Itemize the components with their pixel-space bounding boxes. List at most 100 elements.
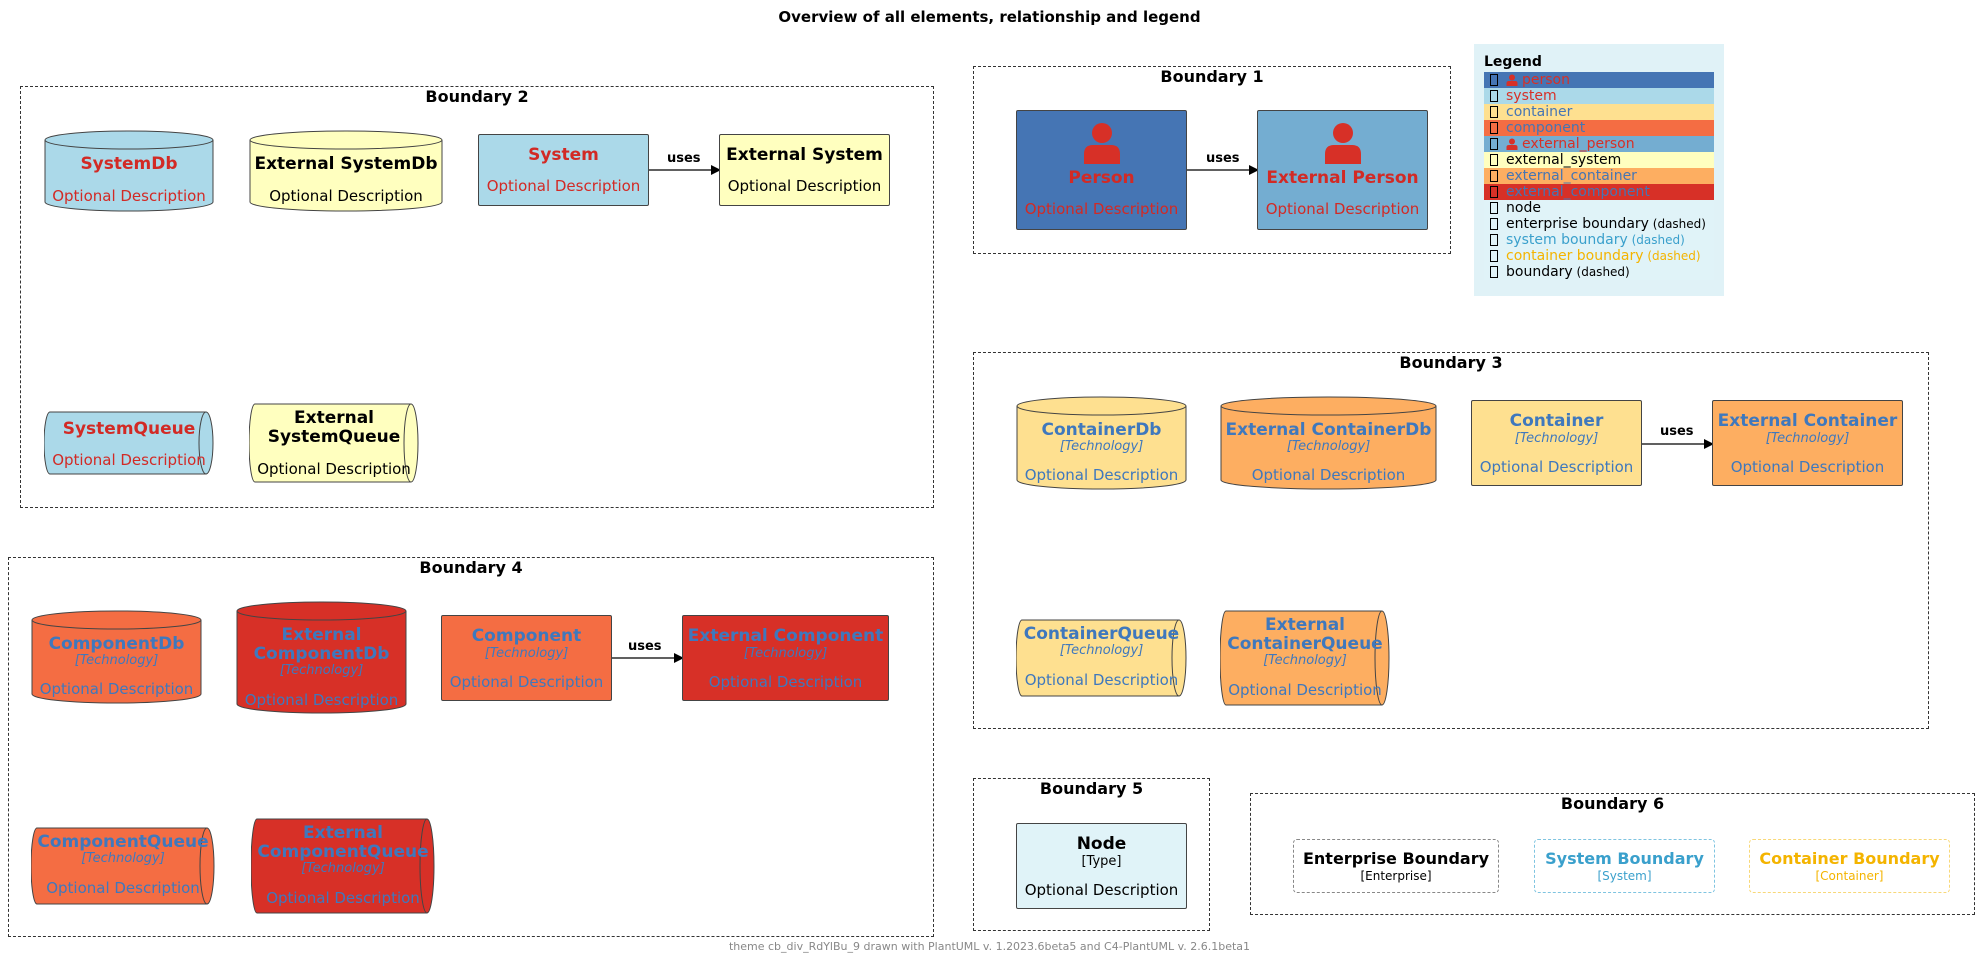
relation-arrow [649,165,721,175]
element-name: SystemDb [80,154,178,174]
element-name: ContainerQueue [1023,624,1180,644]
legend-swatch [1490,186,1498,198]
queue-shape [44,411,214,475]
legend-label: node [1506,200,1541,216]
boundary-label: Boundary 5 [1039,779,1144,798]
element-description: Optional Description [1730,457,1885,476]
legend-suffix: (dashed) [1572,265,1630,279]
element-name: External Container [1717,410,1898,431]
container-db[interactable]: ContainerDb [Technology] Optional Descri… [1016,396,1187,490]
boundary-name: Enterprise Boundary [1302,849,1490,868]
person-icon [1506,74,1518,86]
element-description: Optional Description [1479,457,1634,476]
element-name: External [302,823,384,843]
boundary-tag: [Enterprise] [1360,869,1432,883]
element-description: Optional Description [1024,671,1179,689]
external-component-box[interactable]: External Component [Technology] Optional… [682,615,889,701]
database-shape [236,601,407,714]
element-technology: [Technology] [301,861,385,876]
element-name: System [528,145,599,165]
boundary-3: Boundary 3 [973,352,1929,729]
element-description: Optional Description [486,177,641,195]
legend-label: component [1506,120,1586,136]
element-description: Optional Description [1024,200,1179,218]
element-description: Optional Description [269,187,423,205]
element-technology: [Technology] [1286,439,1371,454]
legend-label: container [1506,104,1573,120]
element-name: ContainerDb [1041,420,1162,440]
element-technology: [Technology] [1765,430,1850,446]
boundary-2: Boundary 2 [20,86,934,508]
external-person-box[interactable]: External Person Optional Description [1257,110,1428,230]
boundary-label: Boundary 4 [419,558,523,577]
legend-item: component [1484,120,1714,136]
relation-label: uses [667,151,701,166]
legend-label: boundary [1506,264,1573,280]
system-db[interactable]: SystemDb Optional Description [44,130,214,212]
element-description: Optional Description [1024,880,1179,899]
system-queue[interactable]: SystemQueue Optional Description [44,411,214,475]
queue-shape [1016,619,1187,697]
legend-title: Legend [1484,54,1542,70]
container-queue[interactable]: ContainerQueue [Technology] Optional Des… [1016,619,1187,697]
database-shape [31,610,202,704]
element-type: [Type] [1081,853,1122,869]
component-queue[interactable]: ComponentQueue [Technology] Optional Des… [31,827,215,905]
boundary-6: Boundary 6 [1250,793,1975,915]
component-box[interactable]: Component [Technology] Optional Descript… [441,615,612,701]
person-icon [1324,123,1361,164]
element-description: Optional Description [449,672,604,691]
legend-suffix: (dashed) [1643,249,1701,263]
external-container-db[interactable]: External ContainerDb [Technology] Option… [1220,396,1437,490]
element-name: External [1264,615,1346,635]
legend-label: person [1522,72,1570,88]
element-description: Optional Description [52,187,206,205]
external-system-box[interactable]: External System Optional Description [719,134,890,206]
legend-swatch [1490,218,1498,230]
legend-item: system [1484,88,1714,104]
person-icon [1083,123,1120,164]
legend-item: container [1484,104,1714,120]
container-box[interactable]: Container [Technology] Optional Descript… [1471,400,1642,486]
element-name: External [293,408,375,428]
element-description: Optional Description [1228,681,1382,699]
queue-shape [249,403,419,483]
element-technology: [Technology] [81,851,165,866]
legend-item: external_system [1484,152,1714,168]
legend-label: container boundary [1506,248,1644,264]
element-name: Container [1509,410,1604,431]
component-db[interactable]: ComponentDb [Technology] Optional Descri… [31,610,202,704]
legend-swatch [1490,106,1498,118]
legend-swatch [1490,266,1498,278]
system-boundary: System Boundary [System] [1534,839,1715,893]
element-name: External System [726,145,883,165]
database-shape [1016,396,1187,490]
queue-shape [1220,610,1390,706]
external-component-queue[interactable]: External ComponentQueue [Technology] Opt… [251,818,435,914]
system-box[interactable]: System Optional Description [478,134,649,206]
external-system-queue[interactable]: External SystemQueue Optional Descriptio… [249,403,419,483]
element-technology: [Technology] [1514,430,1599,446]
external-container-box[interactable]: External Container [Technology] Optional… [1712,400,1903,486]
element-description: Optional Description [257,460,411,478]
element-name: External [281,625,362,645]
element-name-line-2: ContainerQueue [1227,634,1383,654]
element-description: Optional Description [39,680,194,698]
person-box[interactable]: Person Optional Description [1016,110,1187,230]
external-system-db[interactable]: External SystemDb Optional Description [249,130,443,212]
legend-swatch [1490,250,1498,262]
element-name: ComponentDb [48,634,185,654]
relation-arrow [1642,439,1714,449]
legend-item: external_component [1484,184,1714,200]
element-technology: [Technology] [74,653,159,668]
boundary-5: Boundary 5 [973,778,1210,931]
legend-item: person [1484,72,1714,88]
external-component-db[interactable]: External ComponentDb [Technology] Option… [236,601,407,714]
container-boundary: Container Boundary [Container] [1749,839,1950,893]
legend-item: container boundary (dashed) [1484,248,1714,264]
node-box[interactable]: Node [Type] Optional Description [1016,823,1187,909]
element-name: ComponentQueue [37,832,209,852]
external-container-queue[interactable]: External ContainerQueue [Technology] Opt… [1220,610,1390,706]
element-description: Optional Description [727,177,882,195]
